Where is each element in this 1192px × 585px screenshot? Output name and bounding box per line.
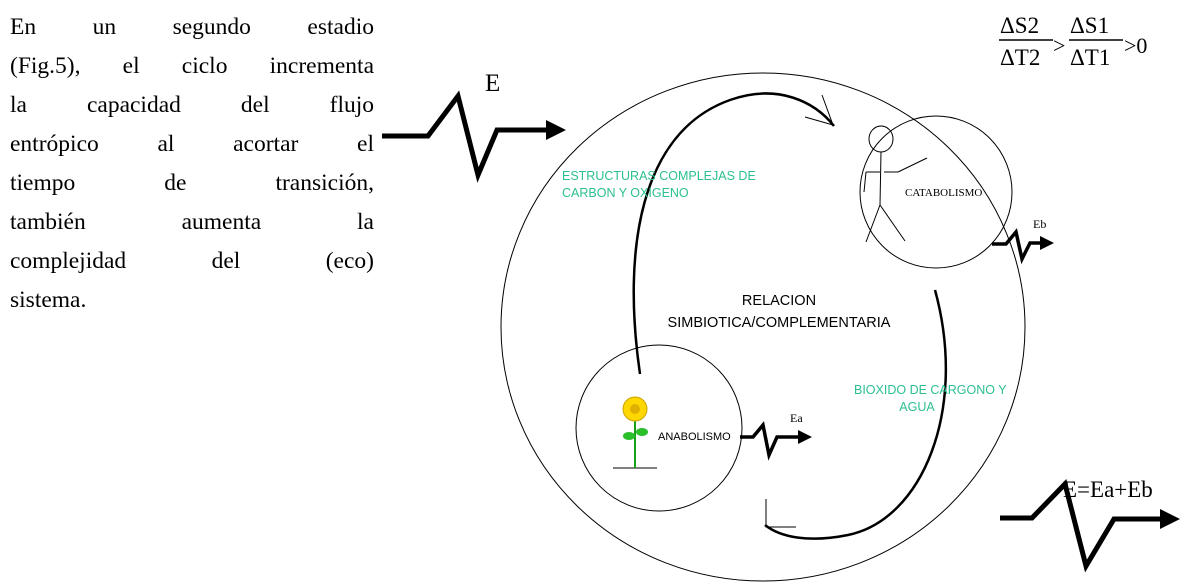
relation-label-line2: SIMBIOTICA/COMPLEMENTARIA <box>668 315 891 331</box>
energy-in-label: E <box>485 70 500 97</box>
formula-num-right: ΔS1 <box>1070 13 1109 38</box>
energy-out-arrow <box>1000 479 1180 573</box>
structures-label-line1: ESTRUCTURAS COMPLEJAS DE <box>562 169 756 183</box>
co2-label-line2: AGUA <box>899 400 935 414</box>
paragraph-line: (Fig.5), el ciclo incrementa <box>10 53 374 79</box>
paragraph-line: entrópico al acortar el <box>10 131 374 157</box>
formula-den-right: ΔT1 <box>1070 45 1110 70</box>
paragraph-line: también aumenta la <box>10 209 374 235</box>
relation-label-line1: RELACION <box>742 293 816 309</box>
structures-label-line2: CARBON Y OXIGENO <box>562 186 689 200</box>
co2-label-line1: BIOXIDO DE CARGONO Y <box>854 383 1007 397</box>
upper-cycle-arc <box>632 92 835 375</box>
person-icon <box>863 125 928 243</box>
energy-b-label: Eb <box>1033 217 1046 231</box>
anabolism-circle <box>575 344 743 512</box>
energy-b-arrow <box>992 228 1054 265</box>
ecosystem-circle <box>500 72 1026 582</box>
paragraph-line: complejidad del (eco) <box>10 248 374 274</box>
formula-num-left: ΔS2 <box>1000 13 1039 38</box>
catabolism-circle <box>859 115 1013 269</box>
lower-cycle-arc <box>764 289 948 540</box>
formula-den-left: ΔT2 <box>1000 45 1040 70</box>
paragraph-line: sistema. <box>10 287 87 313</box>
lower-arrow-tip <box>765 499 796 528</box>
entropy-formula: ΔS2 ΔT2 > ΔS1 ΔT1 >0 <box>999 13 1147 70</box>
energy-total-label: E=Ea+Eb <box>1063 477 1153 502</box>
energy-a-arrow <box>740 421 812 461</box>
energy-a-label: Ea <box>790 411 803 425</box>
anabolism-label: ANABOLISMO <box>658 431 731 443</box>
paragraph-line: En un segundo estadio <box>10 14 374 40</box>
sunflower-icon <box>613 396 657 469</box>
description-paragraph: En un segundo estadio (Fig.5), el ciclo … <box>10 8 374 320</box>
formula-tail: >0 <box>1124 33 1147 58</box>
paragraph-line: la capacidad del flujo <box>10 92 374 118</box>
paragraph-line: tiempo de transición, <box>10 170 374 196</box>
catabolism-label: CATABOLISMO <box>905 187 982 199</box>
upper-arrow-tip <box>804 94 834 126</box>
formula-op: > <box>1053 33 1065 58</box>
energy-in-arrow <box>382 90 566 183</box>
